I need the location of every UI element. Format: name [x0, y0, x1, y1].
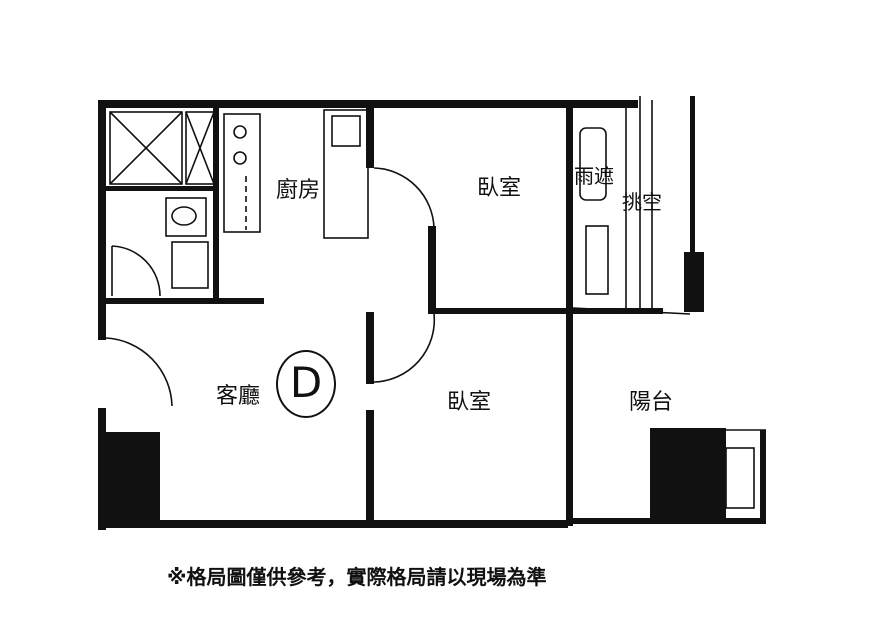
balcony-open	[706, 312, 766, 430]
cabinet-x2	[185, 111, 215, 185]
bath-bottom-wall	[106, 298, 264, 304]
stove-2	[233, 151, 247, 165]
kitchen-label: 廚房	[276, 178, 321, 203]
ac-unit	[579, 127, 607, 201]
column-balcony	[650, 428, 726, 524]
entry-door-arc	[105, 337, 173, 407]
bedroom-divider	[428, 308, 568, 314]
bed2-door-arc	[373, 313, 436, 383]
bath-door-arc	[111, 245, 161, 297]
void-wall	[690, 96, 695, 256]
fridge-door	[331, 115, 361, 147]
living-room-label: 客廳	[216, 384, 261, 409]
basin	[171, 241, 209, 289]
balcony-window	[725, 447, 755, 509]
fridge	[323, 109, 369, 239]
balcony-right	[760, 430, 766, 524]
kitchen-bed-wall-top	[366, 108, 374, 168]
bottom-wall	[98, 520, 568, 528]
unit-badge: D	[276, 350, 336, 418]
shower-x2	[109, 111, 183, 185]
kitchen-counter	[223, 113, 261, 233]
bath-partition	[106, 186, 216, 191]
bath-right-wall	[213, 108, 219, 298]
left-wall-upper	[98, 100, 106, 340]
column-left	[98, 432, 160, 528]
void-column	[684, 252, 704, 312]
water-heater	[585, 225, 609, 295]
fixtures	[105, 96, 766, 509]
balcony-rail	[572, 307, 691, 315]
toilet	[165, 197, 207, 237]
bedroom-right-wall	[566, 106, 573, 526]
light-well-label: 雨遮	[574, 164, 614, 188]
top-wall	[98, 100, 638, 108]
bedroom-1-label: 臥室	[477, 176, 522, 201]
living-bed-wall	[366, 312, 374, 384]
void-label: 挑空	[622, 190, 662, 214]
living-bed-wall-lower	[366, 410, 374, 522]
toilet-bowl	[171, 206, 197, 226]
disclaimer-note: ※格局圖僅供參考，實際格局請以現場為準	[167, 565, 547, 589]
balcony-label: 陽台	[629, 390, 674, 415]
bedroom-divider-post	[428, 226, 436, 312]
stove-1	[233, 125, 247, 139]
shower	[109, 111, 183, 185]
bed1-door-arc	[373, 167, 435, 229]
bedroom-2-label: 臥室	[447, 390, 492, 415]
bath-cabinet	[185, 111, 215, 185]
